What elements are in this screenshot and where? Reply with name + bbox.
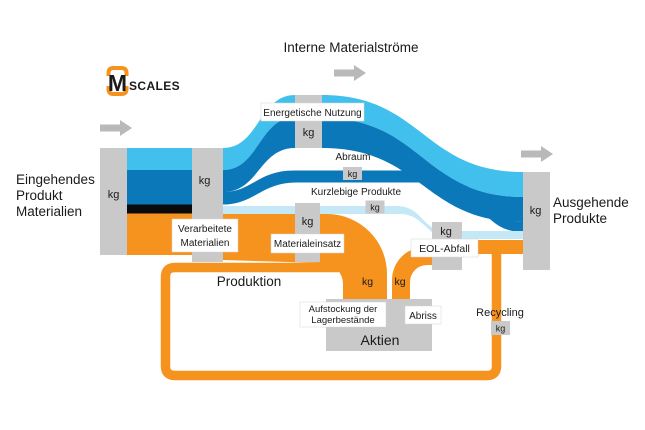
badge-kurzlebige-kg-text: kg (370, 203, 380, 213)
badge-abraum-kg-text: kg (348, 169, 358, 179)
badge-recycling-kg: kg (491, 321, 510, 335)
flow-processed-to-energy-darkblue (223, 117, 295, 192)
entry-label-line3: Materialien (16, 204, 82, 219)
entry-label-line1: Eingehendes (16, 172, 95, 187)
unit-output-node: kg (530, 205, 542, 217)
label-produktion: Produktion (217, 274, 282, 289)
logo-bracket-icon (106, 66, 129, 96)
exit-label: Ausgehende Produkte (553, 195, 629, 226)
arrow-input-icon (100, 120, 132, 136)
logo-wordmark: SCALES (129, 79, 180, 93)
label-aufstockung-line1: Aufstockung der (309, 304, 378, 315)
logo-monogram: M (108, 70, 127, 96)
label-verarbeitete-line2: Materialien (181, 238, 230, 249)
unit-material-node: kg (302, 216, 314, 228)
unit-energy-node: kg (303, 127, 315, 139)
flow-input-darkblue (127, 170, 192, 205)
label-aufstockung-line2: Lagerbestände (311, 315, 374, 326)
label-materialeinsatz-text: Materialeinsatz (274, 239, 341, 250)
label-energetische-nutzung-text: Energetische Nutzung (263, 108, 361, 119)
flow-energy-to-output-lightblue (322, 95, 523, 197)
flow-energy-to-output-darkblue (322, 118, 523, 222)
exit-label-line1: Ausgehende (553, 195, 629, 210)
badge-kurzlebige-kg: kg (365, 200, 385, 214)
label-aktien: Aktien (361, 332, 400, 348)
badge-recycling-kg-text: kg (496, 324, 506, 334)
label-materialeinsatz: Materialeinsatz (270, 233, 345, 254)
diagram-title: Interne Materialströme (283, 40, 418, 55)
unit-eol-node: kg (440, 226, 452, 238)
unit-abriss-flow: kg (394, 276, 405, 288)
label-aufstockung: Aufstockung der Lagerbestände (299, 301, 387, 328)
entry-label: Eingehendes Produkt Materialien (16, 172, 95, 219)
label-verarbeitete-line1: Verarbeitete (178, 224, 232, 235)
arrow-output-icon (521, 146, 553, 162)
label-energetische-nutzung: Energetische Nutzung (260, 102, 365, 122)
node-output (523, 172, 550, 270)
label-abriss-text: Abriss (409, 311, 437, 322)
label-eol-abfall-text: EOL-Abfall (419, 243, 470, 255)
flow-input-lightblue (127, 148, 192, 170)
arrow-title-icon (334, 65, 366, 81)
recycling-loop-flow (160, 246, 502, 381)
label-recycling: Recycling (476, 307, 524, 319)
entry-label-line2: Produkt (16, 188, 63, 203)
mscales-logo: M SCALES (106, 66, 180, 96)
exit-label-line2: Produkte (553, 211, 607, 226)
flow-input-black (127, 204, 192, 214)
flow-abriss (392, 247, 432, 299)
label-abraum: Abraum (335, 152, 370, 163)
badge-abraum-kg: kg (343, 167, 362, 180)
label-abriss: Abriss (404, 305, 442, 325)
unit-processed-node: kg (199, 175, 211, 187)
unit-input-node: kg (108, 189, 120, 201)
label-kurzlebige-produkte: Kurzlebige Produkte (311, 187, 401, 198)
node-input (100, 148, 127, 255)
label-verarbeitete-materialien: Verarbeitete Materialien (171, 218, 239, 253)
unit-aufstockung-flow: kg (362, 276, 373, 288)
label-eol-abfall: EOL-Abfall (410, 238, 479, 258)
